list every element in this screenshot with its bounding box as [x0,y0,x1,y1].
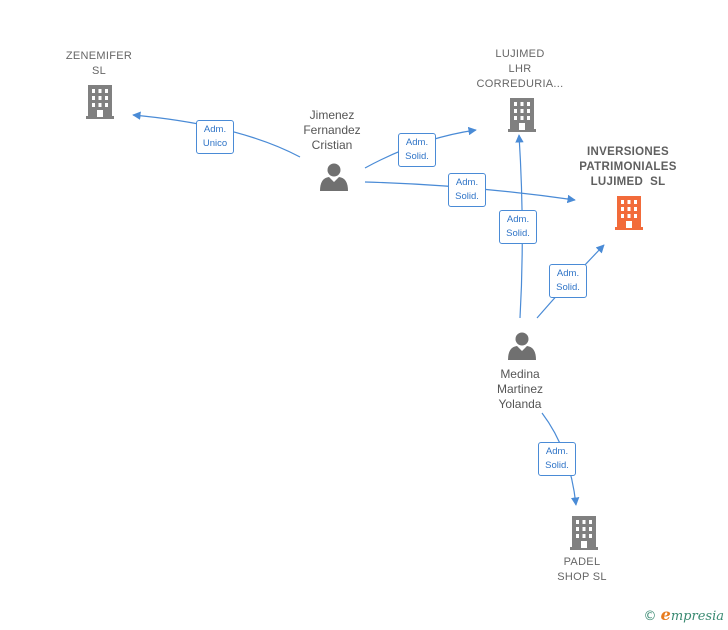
edge-label-line: Adm. [545,446,569,457]
edge-label-adm-solid: Adm. Solid. [398,133,436,167]
brand-name: mpresia [670,609,724,624]
building-icon [570,516,598,550]
edge-label-line: Adm. [203,124,227,135]
edge-label-line: Unico [202,138,228,149]
edge-label-adm-solid: Adm. Solid. [499,210,537,244]
brand-initial: e [660,605,671,624]
edge-label-line: Solid. [545,460,569,471]
label-line: ZENEMIFER [65,50,133,62]
node-label-lujimed-lhr[interactable]: LUJIMED LHR CORREDURIA... [465,47,575,92]
edge-label-line: Solid. [556,282,580,293]
person-icon [320,163,348,191]
label-line: PATRIMONIALES [579,161,677,173]
label-line: LUJIMED [495,48,545,60]
edge-label-line: Solid. [405,151,429,162]
label-line: INVERSIONES [587,146,669,158]
edge-label-adm-solid: Adm. Solid. [538,442,576,476]
person-icon [508,332,536,360]
label-line: Fernandez [303,123,361,137]
node-label-inversiones[interactable]: INVERSIONES PATRIMONIALES LUJIMED SL [566,145,690,190]
edge-label-line: Adm. [405,137,429,148]
edge-label-line: Solid. [506,228,530,239]
edge-label-adm-unico: Adm. Unico [196,120,234,154]
building-icon [86,85,114,119]
empresia-logo[interactable]: © empresia [644,605,724,624]
label-line: SL [91,65,107,77]
label-line: Cristian [311,138,353,152]
label-line: CORREDURIA... [476,78,564,90]
node-label-zenemifer[interactable]: ZENEMIFER SL [50,49,148,79]
edge-label-adm-solid: Adm. Solid. [448,173,486,207]
main-building-icon [615,196,643,230]
label-line: Jimenez [309,108,355,122]
edge-label-line: Adm. [556,268,580,279]
edge-label-line: Solid. [455,191,479,202]
edge-label-adm-solid: Adm. Solid. [549,264,587,298]
label-line: Martinez [496,382,543,396]
label-line: SHOP SL [557,571,607,583]
person-label-jimenez[interactable]: Jimenez Fernandez Cristian [282,108,382,153]
label-line: LHR [508,63,532,75]
label-line: PADEL [563,556,601,568]
building-icon [508,98,536,132]
label-line: Yolanda [498,397,542,411]
person-label-medina[interactable]: Medina Martinez Yolanda [470,367,570,412]
copyright-symbol: © [643,609,657,624]
label-line: Medina [500,367,540,381]
edge-label-line: Adm. [506,214,530,225]
label-line: LUJIMED SL [590,176,666,188]
edge-label-line: Adm. [455,177,479,188]
node-label-padel[interactable]: PADEL SHOP SL [535,555,629,585]
